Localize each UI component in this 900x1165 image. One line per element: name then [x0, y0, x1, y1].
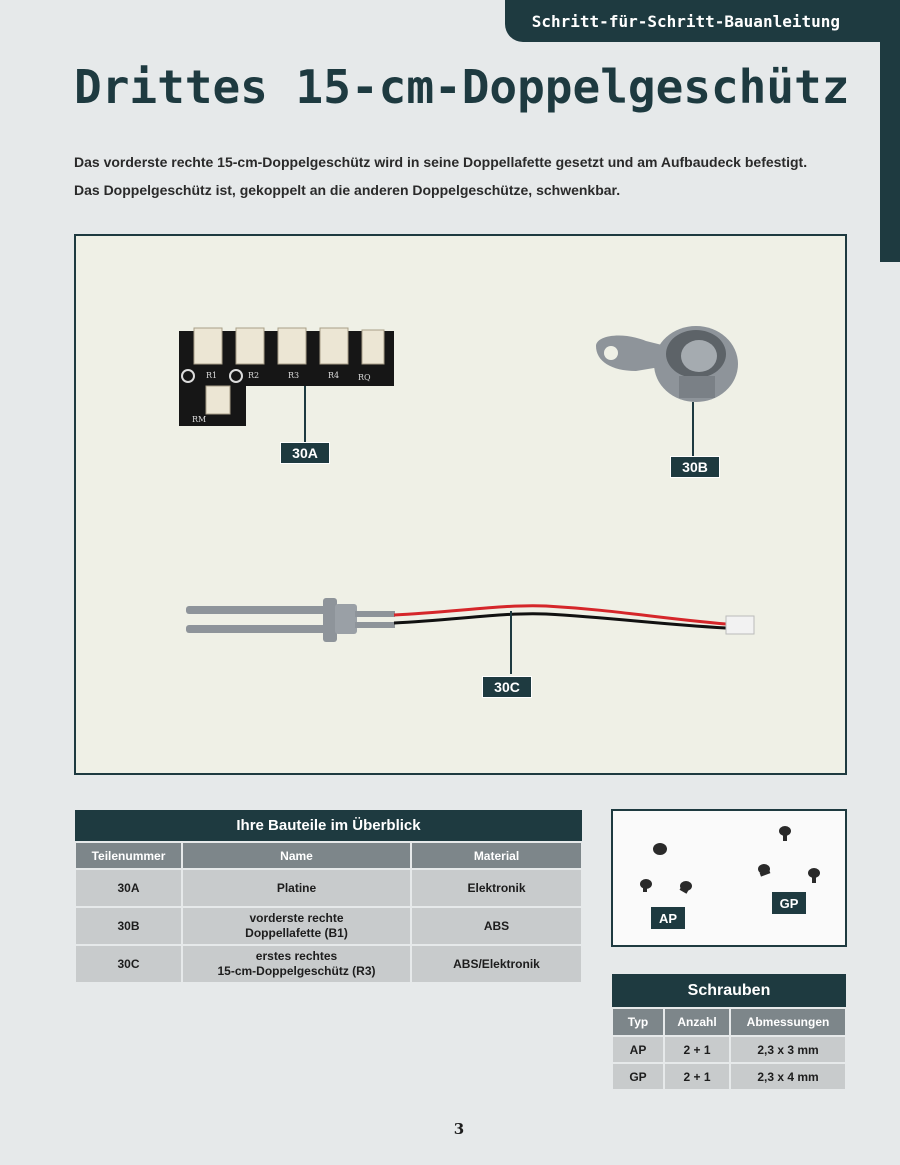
screw-type: GP	[611, 1062, 665, 1091]
pcb-marking-rm: RM	[192, 415, 206, 424]
intro-line-2: Das Doppelgeschütz ist, gekoppelt an die…	[74, 182, 621, 198]
part-number: 30C	[74, 944, 183, 984]
part-name-line: vorderste rechte	[249, 911, 344, 925]
screws-table: Schrauben Typ Anzahl Abmessungen AP 2 + …	[611, 974, 847, 1091]
screws-photo: AP GP	[611, 809, 847, 947]
col-header-type: Typ	[611, 1007, 665, 1037]
double-gun	[186, 598, 755, 642]
screws-illustration	[640, 826, 820, 894]
part-material: Elektronik	[410, 868, 583, 908]
table-row: GP 2 + 1 2,3 x 4 mm	[611, 1062, 847, 1091]
parts-photo: R1 R2 R3 R4 RQ RM	[74, 234, 847, 775]
col-header-number: Teilenummer	[74, 841, 183, 870]
gun-mount	[596, 326, 738, 402]
part-number: 30A	[74, 868, 183, 908]
part-material: ABS	[410, 906, 583, 946]
part-label-30a: 30A	[280, 442, 330, 464]
intro-text: Das vorderste rechte 15-cm-Doppelgeschüt…	[74, 148, 864, 204]
parts-table-caption: Ihre Bauteile im Überblick	[75, 810, 582, 842]
pcb-marking-r1: R1	[206, 371, 217, 380]
side-accent-bar	[880, 40, 900, 262]
page-title: Drittes 15-cm-Doppelgeschütz	[74, 60, 850, 114]
pcb-board: R1 R2 R3 R4 RQ RM	[179, 327, 394, 426]
part-label-30b: 30B	[670, 456, 720, 478]
screw-count: 2 + 1	[663, 1062, 731, 1091]
col-header-count: Anzahl	[663, 1007, 731, 1037]
screw-label-gp: GP	[772, 892, 806, 914]
part-label-30c: 30C	[482, 676, 532, 698]
table-row: AP 2 + 1 2,3 x 3 mm	[611, 1035, 847, 1064]
parts-illustration: R1 R2 R3 R4 RQ RM	[179, 326, 755, 674]
part-number: 30B	[74, 906, 183, 946]
col-header-name: Name	[181, 841, 412, 870]
part-name: vorderste rechte Doppellafette (B1)	[181, 906, 412, 946]
part-name-line: Doppellafette (B1)	[245, 926, 348, 940]
part-name-line: erstes rechtes	[255, 949, 338, 963]
screw-label-ap: AP	[651, 907, 685, 929]
pcb-marking-r4: R4	[328, 371, 339, 380]
page-number: 3	[453, 1120, 465, 1138]
screws-table-caption: Schrauben	[612, 974, 846, 1008]
part-name: erstes rechtes 15-cm-Doppelgeschütz (R3)	[181, 944, 412, 984]
part-name-line: Platine	[276, 880, 317, 895]
screw-size: 2,3 x 3 mm	[729, 1035, 847, 1064]
ap-screws	[640, 843, 692, 894]
part-material: ABS/Elektronik	[410, 944, 583, 984]
screw-size: 2,3 x 4 mm	[729, 1062, 847, 1091]
gp-screws	[758, 826, 820, 883]
part-name: Platine	[181, 868, 412, 908]
intro-line-1: Das vorderste rechte 15-cm-Doppelgeschüt…	[74, 154, 808, 170]
pcb-marking-rq: RQ	[358, 373, 371, 382]
parts-overview-table: Ihre Bauteile im Überblick Teilenummer N…	[74, 810, 583, 984]
pcb-marking-r2: R2	[248, 371, 259, 380]
section-header-tab: Schritt-für-Schritt-Bauanleitung	[505, 0, 900, 42]
screw-type: AP	[611, 1035, 665, 1064]
col-header-size: Abmessungen	[729, 1007, 847, 1037]
table-row: 30A Platine Elektronik	[74, 868, 583, 908]
pcb-marking-r3: R3	[288, 371, 299, 380]
section-label: Schritt-für-Schritt-Bauanleitung	[531, 11, 840, 31]
table-row: 30B vorderste rechte Doppellafette (B1) …	[74, 906, 583, 946]
screw-count: 2 + 1	[663, 1035, 731, 1064]
part-name-line: 15-cm-Doppelgeschütz (R3)	[217, 964, 376, 978]
col-header-material: Material	[410, 841, 583, 870]
table-row: 30C erstes rechtes 15-cm-Doppelgeschütz …	[74, 944, 583, 984]
